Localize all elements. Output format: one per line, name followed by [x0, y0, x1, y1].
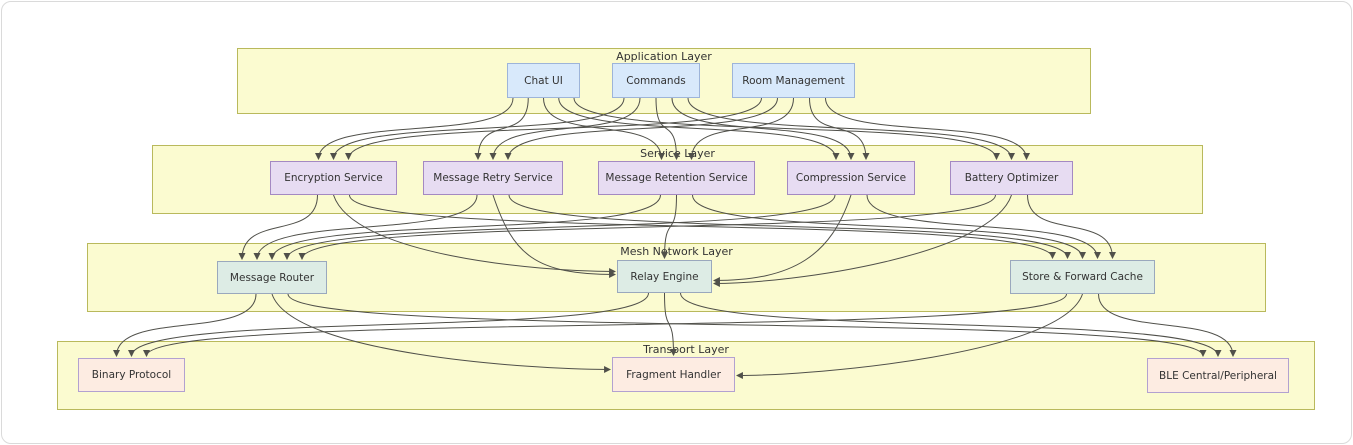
node-room-management: Room Management	[732, 63, 855, 98]
node-message-retry-service: Message Retry Service	[423, 161, 563, 195]
node-binary-protocol: Binary Protocol	[78, 358, 185, 392]
node-compression-service: Compression Service	[787, 161, 915, 195]
node-encryption-service: Encryption Service	[270, 161, 397, 195]
layer-mesh-network-label: Mesh Network Layer	[620, 245, 733, 258]
node-ble-central-peripheral: BLE Central/Peripheral	[1147, 358, 1289, 393]
node-commands: Commands	[612, 63, 700, 98]
node-chat-ui: Chat UI	[507, 63, 580, 98]
node-fragment-handler: Fragment Handler	[612, 357, 735, 392]
layer-transport-label: Transport Layer	[643, 343, 729, 356]
node-store-forward-cache: Store & Forward Cache	[1010, 260, 1155, 294]
node-message-retention-service: Message Retention Service	[598, 161, 755, 195]
layer-service-label: Service Layer	[640, 147, 715, 160]
node-message-router: Message Router	[217, 261, 327, 294]
node-relay-engine: Relay Engine	[617, 260, 712, 293]
layer-application-label: Application Layer	[616, 50, 712, 63]
node-battery-optimizer: Battery Optimizer	[950, 161, 1073, 195]
